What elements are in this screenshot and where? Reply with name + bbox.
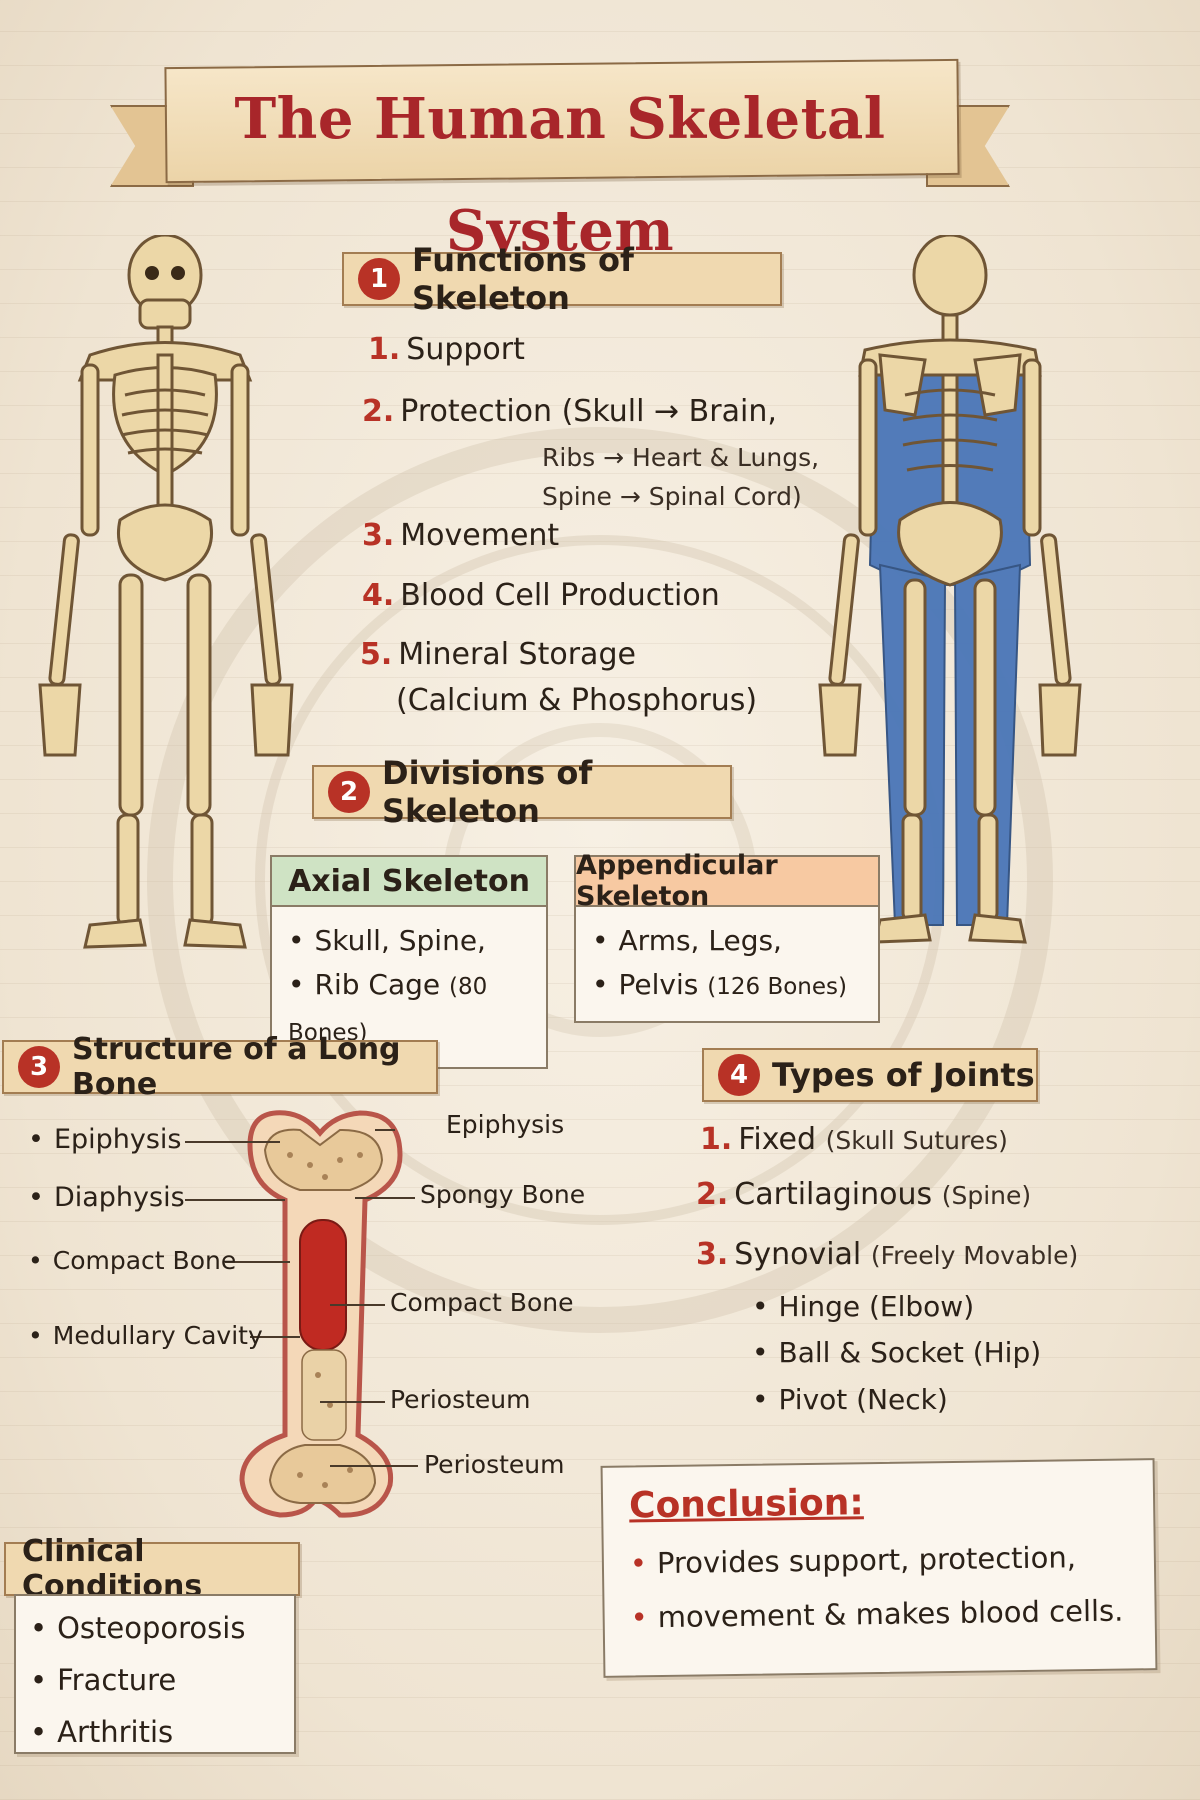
axial-line-2: •Rib Cage (80 Bones) — [288, 968, 488, 1046]
long-bone-header: 3 Structure of a Long Bone — [2, 1032, 438, 1102]
function-item-2-label: Protection (Skull → Brain, — [400, 394, 777, 429]
label-epiphysis-left: •Epiphysis — [28, 1124, 182, 1155]
functions-title: Functions of Skeleton — [412, 241, 634, 317]
label-epiphysis-right: Epiphysis — [446, 1110, 565, 1139]
function-item-1-label: Support — [406, 332, 525, 367]
conclusion-panel: Conclusion: •Provides support, protectio… — [600, 1458, 1158, 1678]
function-item-3: 3.Movement — [362, 518, 559, 553]
divisions-title: Divisions of Skeleton — [382, 754, 593, 830]
function-item-5-number: 5. — [360, 637, 393, 672]
synovial-type-hinge: •Hinge (Elbow) — [752, 1290, 975, 1323]
title-ribbon: The Human Skeletal System — [110, 45, 1010, 264]
clinical-item-2: •Fracture — [30, 1663, 177, 1697]
divisions-header: 2 Divisions of Skeleton — [312, 754, 732, 830]
joint-item-2: 2.Cartilaginous (Spine) — [696, 1177, 1032, 1212]
joint-item-3-note: (Freely Movable) — [870, 1241, 1079, 1270]
function-item-2-cont-1: Ribs → Heart & Lungs, — [542, 443, 820, 472]
label-periosteum-1: Periosteum — [390, 1385, 531, 1414]
joints-badge: 4 — [718, 1054, 760, 1096]
conclusion-title: Conclusion: — [628, 1482, 864, 1527]
function-item-3-label: Movement — [400, 518, 560, 553]
function-item-3-number: 3. — [362, 518, 395, 553]
label-spongy-bone: Spongy Bone — [420, 1180, 586, 1209]
long-bone-badge: 3 — [18, 1046, 60, 1088]
conclusion-item-2: •movement & makes blood cells. — [630, 1593, 1124, 1635]
joint-item-3: 3.Synovial (Freely Movable) — [696, 1237, 1079, 1272]
function-item-5-label: Mineral Storage — [398, 637, 636, 672]
back-skeleton-icon — [818, 235, 1082, 944]
joints-title: Types of Joints — [772, 1056, 1035, 1094]
clinical-header: Clinical Conditions — [4, 1534, 300, 1604]
function-item-4-label: Blood Cell Production — [400, 578, 720, 613]
long-bone-title: Structure of a Long Bone — [72, 1032, 401, 1102]
conclusion-item-1: •Provides support, protection, — [629, 1540, 1077, 1581]
appendicular-skeleton-box: Appendicular Skeleton •Arms, Legs, •Pelv… — [574, 850, 880, 1023]
appendicular-skeleton-title: Appendicular Skeleton — [574, 850, 880, 912]
axial-bone-count: (80 Bones) — [288, 974, 488, 1046]
appendicular-skeleton-body: •Arms, Legs, •Pelvis (126 Bones) — [574, 907, 880, 1023]
joint-item-2-note: (Spine) — [941, 1181, 1032, 1210]
function-item-2-cont-2: Spine → Spinal Cord) — [542, 482, 802, 511]
function-item-2: 2.Protection (Skull → Brain, — [362, 394, 777, 429]
divisions-badge: 2 — [328, 771, 370, 813]
axial-line-1: •Skull, Spine, — [288, 924, 486, 957]
function-item-4-number: 4. — [362, 578, 395, 613]
functions-badge: 1 — [358, 258, 400, 300]
function-item-4: 4.Blood Cell Production — [362, 578, 720, 613]
label-compact-bone-right: Compact Bone — [390, 1288, 574, 1317]
function-item-5-cont: (Calcium & Phosphorus) — [396, 683, 758, 718]
joint-item-1: 1.Fixed (Skull Sutures) — [700, 1122, 1008, 1157]
front-skeleton-icon — [38, 235, 294, 949]
joint-item-1-note: (Skull Sutures) — [825, 1126, 1008, 1155]
long-bone-diagram-icon — [239, 1110, 403, 1518]
clinical-item-1: •Osteoporosis — [30, 1611, 246, 1645]
synovial-type-pivot: •Pivot (Neck) — [752, 1383, 948, 1416]
joints-header: 4 Types of Joints — [702, 1048, 1038, 1102]
clinical-panel: •Osteoporosis •Fracture •Arthritis — [14, 1594, 296, 1754]
synovial-type-ball-socket: •Ball & Socket (Hip) — [752, 1336, 1042, 1369]
page-title: The Human Skeletal System — [234, 86, 886, 264]
label-diaphysis: •Diaphysis — [28, 1182, 185, 1213]
function-item-1: 1.Support — [368, 332, 525, 367]
clinical-item-3: •Arthritis — [30, 1715, 174, 1749]
function-item-2-number: 2. — [362, 394, 395, 429]
appendicular-bone-count: (126 Bones) — [707, 974, 847, 1000]
appendicular-line-1: •Arms, Legs, — [592, 924, 782, 957]
axial-skeleton-title: Axial Skeleton — [270, 855, 548, 907]
function-item-1-number: 1. — [368, 332, 401, 367]
functions-header: 1 Functions of Skeleton — [342, 241, 782, 317]
label-medullary-cavity: •Medullary Cavity — [28, 1321, 263, 1350]
long-bone-leader-lines — [185, 1129, 418, 1467]
appendicular-line-2: •Pelvis (126 Bones) — [592, 968, 847, 1001]
function-item-5: 5.Mineral Storage — [360, 637, 636, 672]
label-compact-bone-left: •Compact Bone — [28, 1246, 237, 1275]
label-periosteum-2: Periosteum — [424, 1450, 565, 1479]
